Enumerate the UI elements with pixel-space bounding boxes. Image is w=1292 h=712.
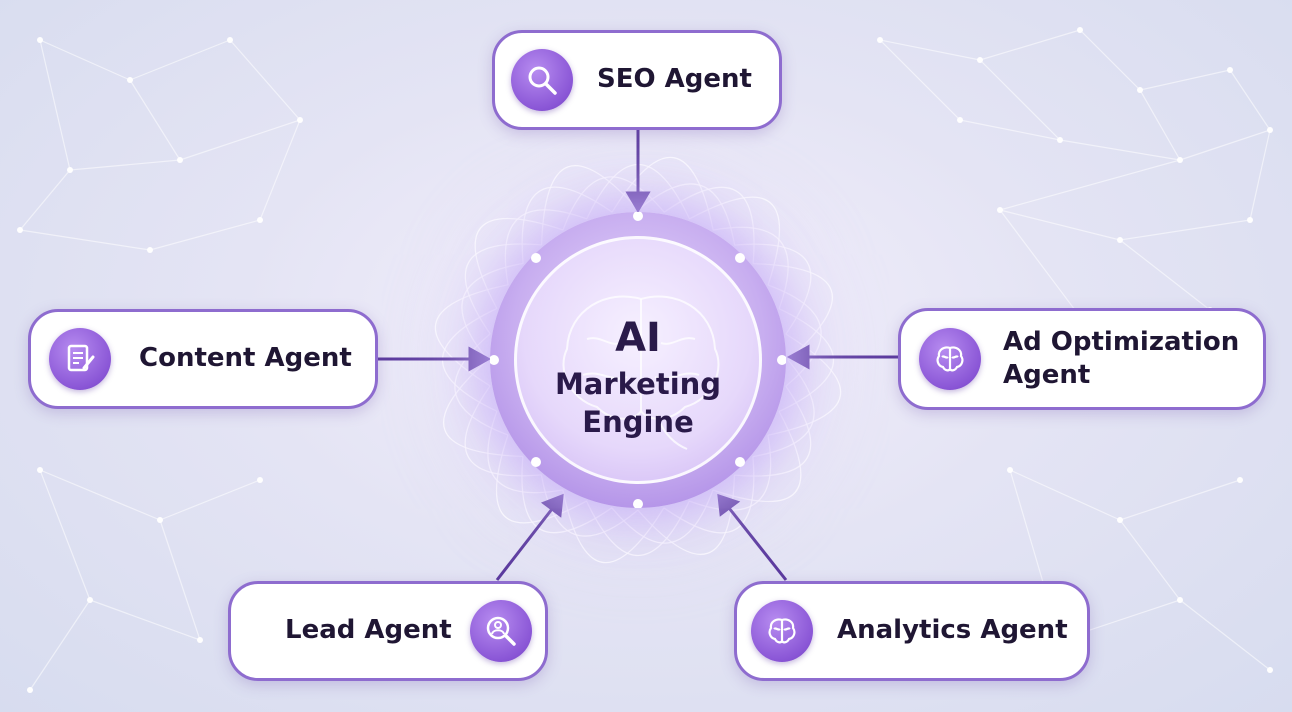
seo-agent-label: SEO Agent bbox=[597, 64, 752, 95]
ai-marketing-engine-hub: AI Marketing Engine bbox=[490, 212, 786, 508]
ad-optimization-label-line-1: Ad Optimization bbox=[1003, 326, 1240, 357]
hub-title-line-1: AI bbox=[615, 315, 661, 361]
arrow-analytics bbox=[727, 507, 788, 581]
person-search-glyph bbox=[486, 616, 516, 646]
magnifier-icon bbox=[511, 49, 573, 111]
hub-title-line-3: Engine bbox=[582, 405, 694, 439]
seo-agent-card: SEO Agent bbox=[492, 30, 782, 130]
arrow-lead bbox=[495, 508, 554, 581]
arrow-analytics-head bbox=[717, 493, 741, 517]
document-edit-glyph bbox=[67, 344, 95, 372]
content-agent-card: Content Agent bbox=[28, 309, 378, 409]
brain-glyph bbox=[768, 618, 796, 644]
hub-inner-circle: AI Marketing Engine bbox=[514, 236, 762, 484]
arrow-lead-head bbox=[540, 493, 564, 518]
hub-title-line-2: Marketing bbox=[554, 367, 722, 401]
person-search-icon bbox=[469, 600, 532, 662]
arrow-seo-head bbox=[625, 191, 651, 213]
arrow-content-head bbox=[468, 346, 492, 372]
brain-glyph bbox=[936, 346, 964, 372]
analytics-agent-card: Analytics Agent bbox=[734, 581, 1090, 681]
lead-agent-label: Lead Agent bbox=[285, 615, 452, 646]
content-agent-label: Content Agent bbox=[139, 343, 352, 374]
document-edit-icon bbox=[49, 328, 111, 390]
magnifier-glyph bbox=[528, 66, 557, 95]
connector-arrows bbox=[378, 130, 898, 581]
brain-icon bbox=[919, 328, 981, 390]
network-nodes bbox=[17, 27, 1273, 693]
analytics-agent-label: Analytics Agent bbox=[837, 615, 1068, 646]
ad-optimization-label-line-2: Agent bbox=[1003, 360, 1091, 390]
neural-petals bbox=[434, 156, 842, 564]
brain-icon bbox=[751, 600, 813, 662]
lead-agent-card: Lead Agent bbox=[228, 581, 548, 681]
ad-optimization-agent-card: Ad Optimization Agent bbox=[898, 308, 1266, 410]
hub-dots bbox=[490, 212, 786, 508]
brain-watermark-icon bbox=[562, 295, 720, 450]
ad-optimization-label-block: Ad Optimization Agent bbox=[1003, 326, 1239, 393]
arrow-ad-head bbox=[786, 344, 810, 370]
